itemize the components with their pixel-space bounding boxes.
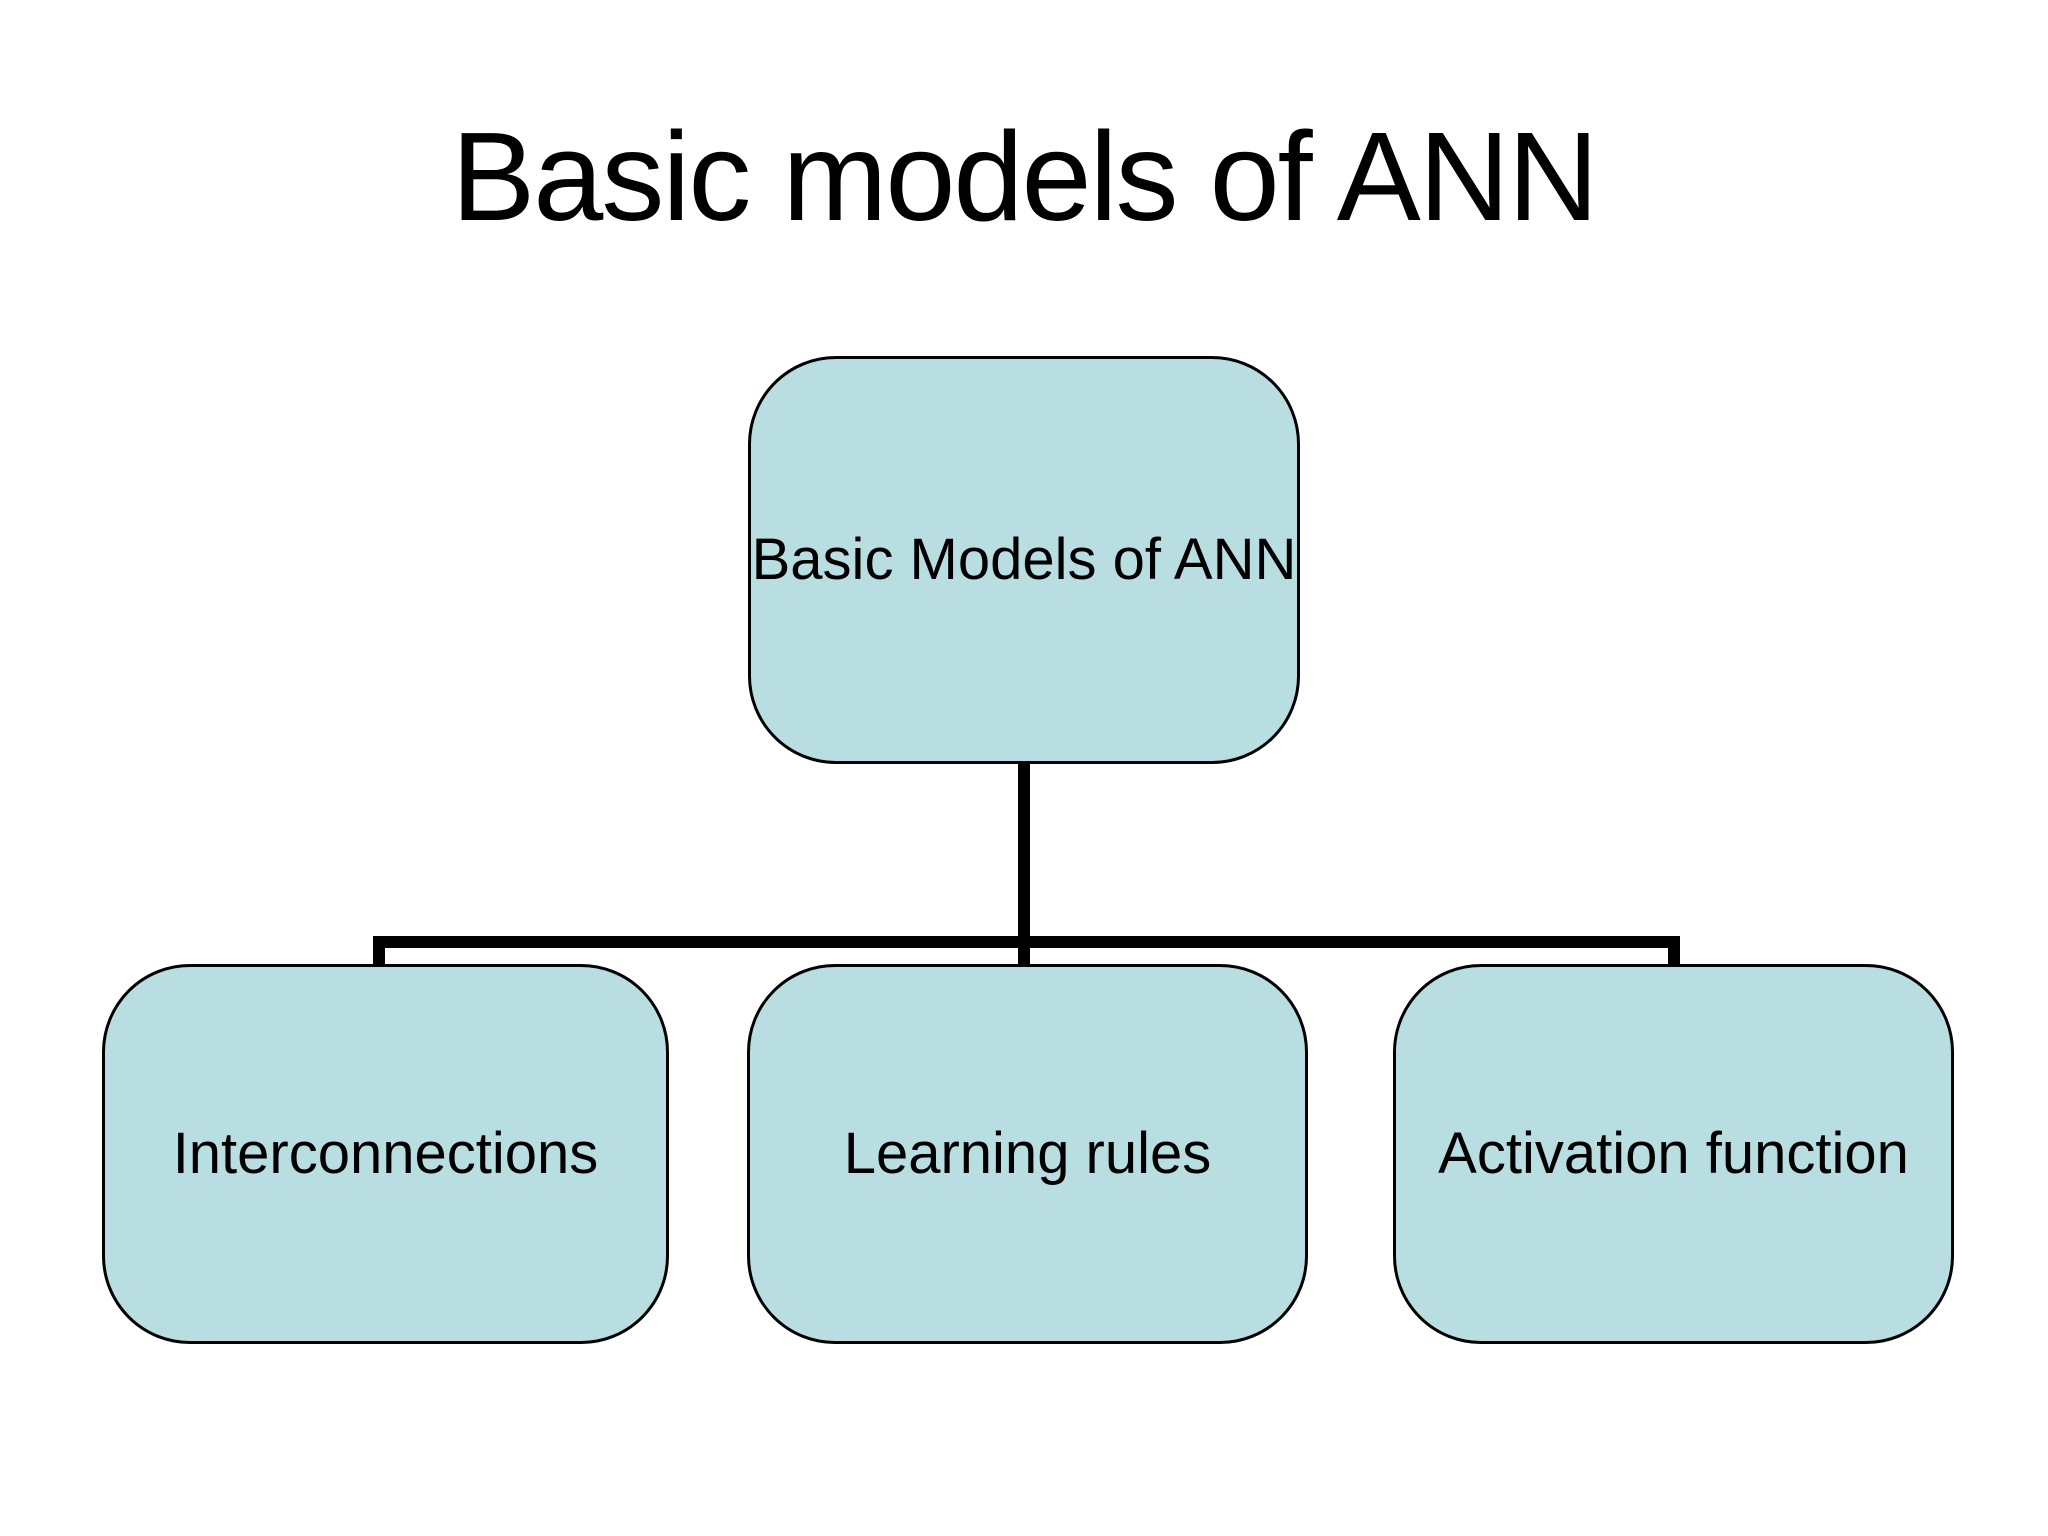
connector-stub-left xyxy=(373,936,385,966)
connector-horizontal-bar xyxy=(373,936,1680,948)
diagram-node-activation-function-label: Activation function xyxy=(1438,1120,1909,1186)
connector-stub-right xyxy=(1668,936,1680,966)
slide-title: Basic models of ANN xyxy=(451,106,1598,247)
diagram-node-activation-function: Activation function xyxy=(1393,964,1954,1344)
diagram-node-learning-rules: Learning rules xyxy=(747,964,1308,1344)
diagram-node-root-label: Basic Models of ANN xyxy=(751,526,1297,592)
diagram-node-root: Basic Models of ANN xyxy=(748,356,1300,764)
diagram-node-learning-rules-label: Learning rules xyxy=(843,1120,1212,1186)
diagram-node-interconnections-label: Interconnections xyxy=(172,1120,599,1186)
diagram-node-interconnections: Interconnections xyxy=(102,964,669,1344)
connector-root-vertical xyxy=(1018,760,1030,967)
